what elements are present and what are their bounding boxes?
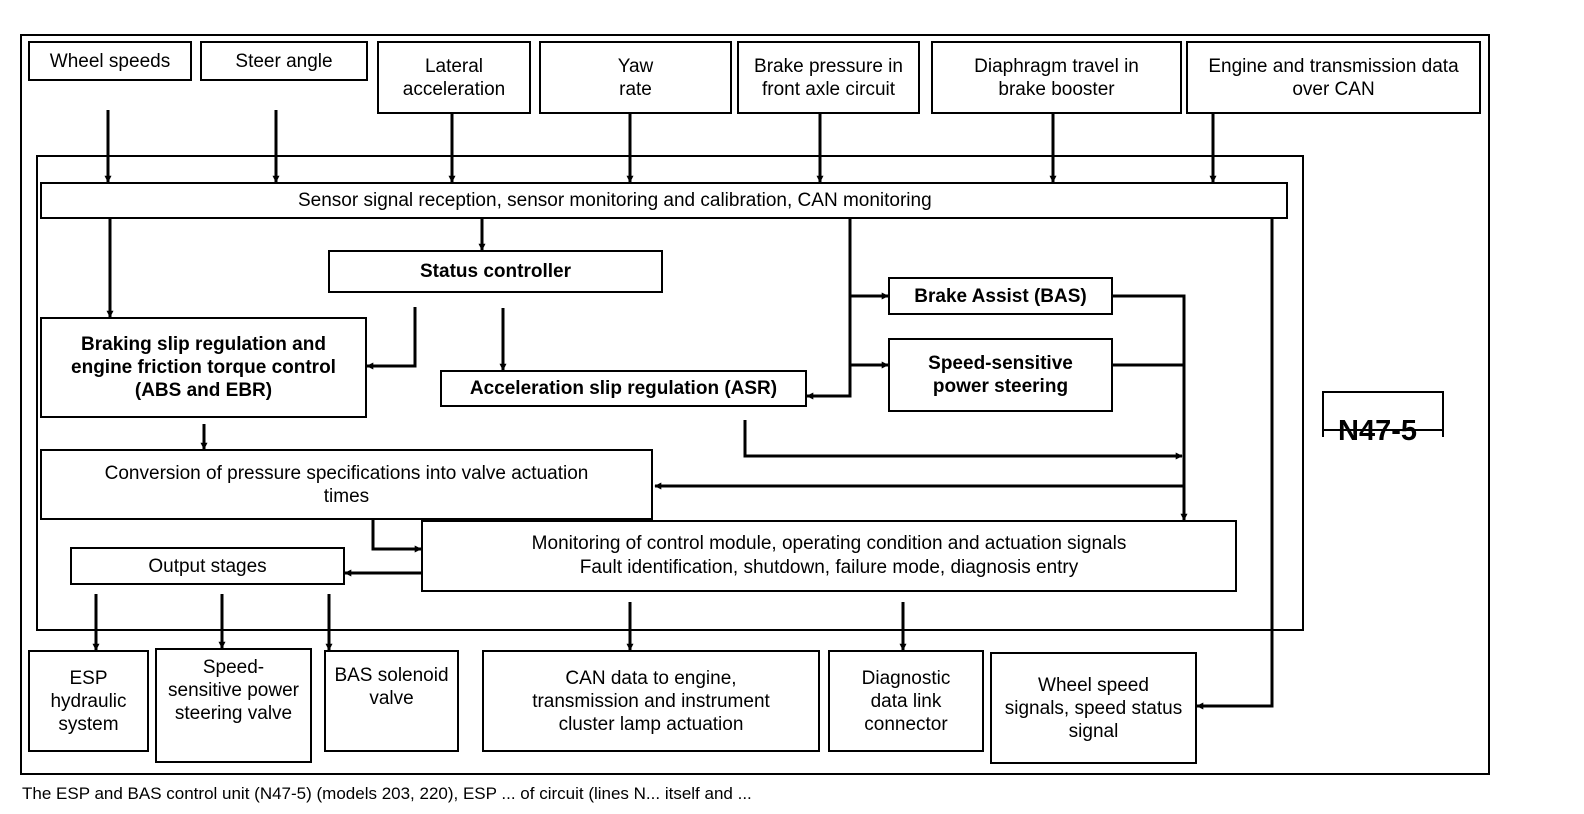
output-esp-hydraulic: ESP hydraulic system [28,650,149,752]
input-lateral-acceleration: Lateral acceleration [377,41,531,114]
output-can-data: CAN data to engine, transmission and ins… [482,650,820,752]
brake-assist-block: Brake Assist (BAS) [888,277,1113,315]
input-yaw-rate: Yaw rate [539,41,732,114]
figure-caption: The ESP and BAS control unit (N47-5) (mo… [22,784,752,803]
conversion-block: Conversion of pressure specifications in… [40,449,653,520]
power-steering-block: Speed-sensitive power steering [888,338,1113,412]
output-arrows [92,219,1274,710]
outer-border [20,34,1490,775]
connections-layer [92,110,1274,710]
output-bas-solenoid-valve: BAS solenoid valve [324,650,459,752]
output-wheel-speed-signals: Wheel speed signals, speed status signal [990,652,1197,764]
arrow-to-wheel-speed-signals [1196,219,1274,710]
module-label: N47-5 [1322,391,1444,446]
input-engine-transmission-can: Engine and transmission data over CAN [1186,41,1481,114]
arrow-conversion-to-monitoring [371,520,422,553]
internal-arrows [106,219,1188,577]
monitoring-block: Monitoring of control module, operating … [421,520,1237,592]
input-steer-angle: Steer angle [200,41,368,81]
arrow-bas-to-monitoring [1113,294,1188,521]
input-wheel-speeds: Wheel speeds [28,41,192,81]
sensor-reception-block: Sensor signal reception, sensor monitori… [40,182,1288,219]
arrow-sensor-to-asr [806,219,852,400]
control-unit-frame [36,155,1304,631]
output-steering-valve: Speed- sensitive power steering valve [155,648,312,763]
output-stages-block: Output stages [70,547,345,585]
acceleration-slip-regulation-block: Acceleration slip regulation (ASR) [440,370,807,407]
module-label-text: N47-5 [1338,415,1417,447]
block-diagram: Wheel speeds Steer angle Lateral acceler… [20,34,1490,803]
arrow-status-to-braking [366,307,417,370]
input-brake-pressure: Brake pressure in front axle circuit [737,41,920,114]
arrow-asr-to-bus [743,420,1183,460]
module-label-strike [1324,429,1442,431]
status-controller-block: Status controller [328,250,663,293]
output-diagnostic-connector: Diagnostic data link connector [828,650,984,752]
braking-slip-regulation-block: Braking slip regulation and engine frict… [40,317,367,418]
input-arrows [104,110,1217,183]
input-diaphragm-travel: Diaphragm travel in brake booster [931,41,1182,114]
